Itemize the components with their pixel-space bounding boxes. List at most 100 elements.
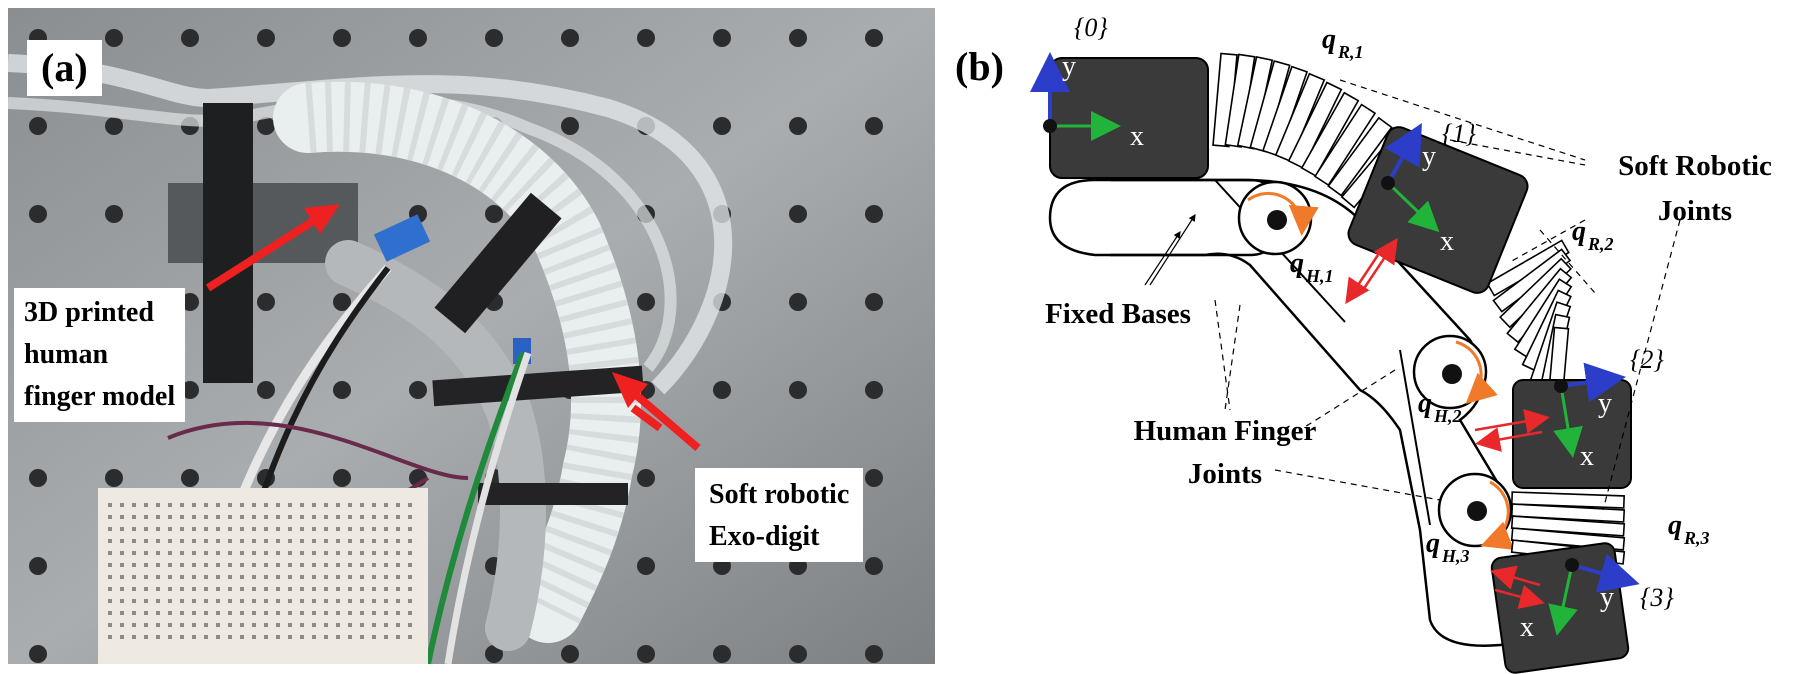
breadboard-hole — [348, 635, 352, 639]
breadboard-hole — [132, 563, 136, 567]
panel-a-label: (a) — [27, 40, 102, 96]
breadboard-hole — [216, 563, 220, 567]
human-joints-label-2: Joints — [1188, 458, 1262, 490]
table-hole — [105, 469, 123, 487]
breadboard-hole — [276, 563, 280, 567]
breadboard-hole — [240, 563, 244, 567]
cable — [167, 420, 469, 480]
breadboard-hole — [168, 587, 172, 591]
table-hole — [865, 645, 883, 663]
breadboard-hole — [132, 587, 136, 591]
breadboard-hole — [240, 611, 244, 615]
breadboard-hole — [156, 599, 160, 603]
breadboard-hole — [384, 599, 388, 603]
breadboard-hole — [132, 611, 136, 615]
breadboard-hole — [408, 527, 412, 531]
table-hole — [865, 557, 883, 575]
velcro-strap — [203, 103, 253, 383]
breadboard-hole — [180, 575, 184, 579]
breadboard-hole — [252, 539, 256, 543]
axis-x-0: x — [1130, 121, 1144, 152]
svg-text:H,3: H,3 — [1441, 546, 1470, 566]
breadboard-hole — [360, 599, 364, 603]
breadboard-hole — [264, 599, 268, 603]
bellows-segment — [1510, 491, 1626, 509]
breadboard-hole — [156, 515, 160, 519]
axis-y-3: y — [1600, 582, 1614, 613]
breadboard-hole — [336, 635, 340, 639]
human-joint-label-3: q H,3 — [1426, 528, 1470, 566]
breadboard-hole — [360, 563, 364, 567]
breadboard-hole — [396, 563, 400, 567]
table-hole — [257, 293, 275, 311]
breadboard-hole — [324, 623, 328, 627]
breadboard-hole — [108, 599, 112, 603]
breadboard-hole — [348, 527, 352, 531]
breadboard-hole — [276, 515, 280, 519]
breadboard-hole — [228, 611, 232, 615]
table-hole — [257, 29, 275, 47]
breadboard-hole — [372, 623, 376, 627]
breadboard-hole — [252, 563, 256, 567]
breadboard-hole — [216, 551, 220, 555]
breadboard-hole — [384, 587, 388, 591]
breadboard-hole — [312, 623, 316, 627]
breadboard-hole — [168, 515, 172, 519]
breadboard-hole — [336, 551, 340, 555]
breadboard-hole — [288, 563, 292, 567]
bellows-segment — [1327, 116, 1393, 197]
breadboard-hole — [132, 503, 136, 507]
frame-3-label: {3} — [1640, 583, 1674, 612]
table-hole — [29, 117, 47, 135]
table-hole — [713, 29, 731, 47]
breadboard-hole — [276, 587, 280, 591]
breadboard-hole — [108, 623, 112, 627]
breadboard-hole — [396, 515, 400, 519]
table-hole — [865, 117, 883, 135]
breadboard-hole — [216, 527, 220, 531]
breadboard-hole — [384, 503, 388, 507]
breadboard-hole — [384, 635, 388, 639]
breadboard-hole — [396, 587, 400, 591]
breadboard-hole — [144, 623, 148, 627]
axis-y-2: y — [1598, 388, 1612, 419]
breadboard-hole — [408, 635, 412, 639]
svg-text:H,2: H,2 — [1433, 406, 1462, 426]
frame-2-axes — [1553, 362, 1626, 458]
breadboard-hole — [120, 551, 124, 555]
breadboard-hole — [240, 575, 244, 579]
breadboard-hole — [204, 575, 208, 579]
breadboard-hole — [372, 539, 376, 543]
frame-3-axes — [1548, 554, 1640, 636]
breadboard-hole — [180, 623, 184, 627]
breadboard-hole — [276, 611, 280, 615]
table-hole — [865, 293, 883, 311]
frame-0-axes — [1030, 52, 1121, 141]
breadboard-hole — [228, 623, 232, 627]
breadboard-hole — [204, 527, 208, 531]
strap — [478, 483, 628, 505]
breadboard-hole — [156, 539, 160, 543]
breadboard-hole — [276, 527, 280, 531]
breadboard-hole — [120, 635, 124, 639]
human-joint-label-2: q H,2 — [1418, 388, 1462, 426]
breadboard-hole — [132, 635, 136, 639]
arrow-finger — [205, 214, 321, 292]
breadboard-hole — [228, 635, 232, 639]
breadboard-hole — [396, 599, 400, 603]
breadboard-hole — [348, 599, 352, 603]
breadboard-hole — [168, 623, 172, 627]
breadboard-hole — [360, 635, 364, 639]
breadboard-hole — [216, 635, 220, 639]
breadboard-hole — [336, 587, 340, 591]
rotation-arrow-h1 — [1247, 191, 1319, 236]
breadboard-hole — [144, 599, 148, 603]
breadboard-hole — [324, 551, 328, 555]
bellows-segment — [1510, 515, 1626, 537]
sensor — [373, 214, 431, 262]
breadboard-hole — [288, 551, 292, 555]
breadboard-hole — [408, 563, 412, 567]
breadboard-hole — [300, 611, 304, 615]
breadboard-hole — [108, 587, 112, 591]
table-hole — [409, 381, 427, 399]
